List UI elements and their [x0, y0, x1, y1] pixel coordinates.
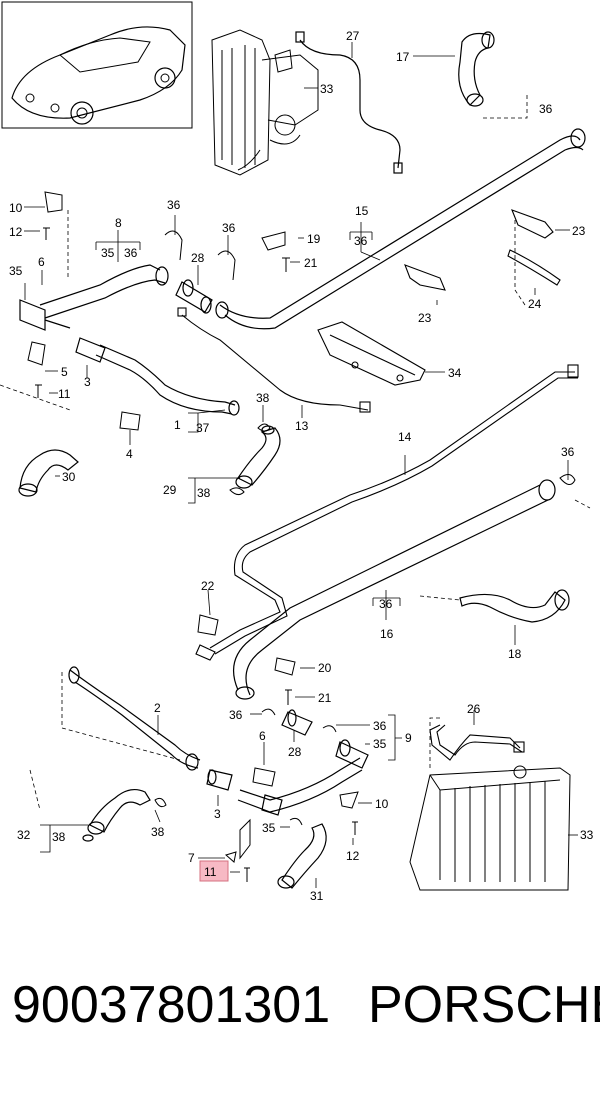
callout-1: 1	[174, 418, 181, 432]
callout-35: 35	[373, 737, 387, 751]
callout-32: 32	[17, 828, 31, 842]
callout-35: 35	[262, 821, 276, 835]
hose-18	[459, 589, 570, 623]
callout-36: 36	[373, 719, 387, 733]
callout-29: 29	[163, 483, 177, 497]
callout-11: 11	[58, 387, 71, 401]
callout-3: 3	[84, 375, 91, 389]
callout-12: 12	[9, 225, 23, 239]
callout-33-bottom: 33	[580, 828, 594, 842]
small-parts	[27, 49, 576, 882]
hose-17	[458, 31, 495, 107]
callout-38: 38	[256, 391, 270, 405]
hose-30	[18, 449, 79, 497]
car-thumbnail	[1, 1, 193, 129]
callout-6: 6	[38, 255, 45, 269]
callout-10: 10	[9, 201, 23, 215]
callout-37: 37	[196, 421, 210, 435]
sensor-wire-26	[429, 724, 525, 761]
callout-21: 21	[304, 256, 318, 270]
coolant-pipe-1	[75, 337, 240, 416]
callout-23: 23	[418, 311, 432, 325]
callout-38: 38	[197, 486, 211, 500]
callout-36: 36	[561, 445, 575, 459]
coolant-pipe-2	[68, 666, 201, 771]
callout-13: 13	[295, 419, 309, 433]
callout-34: 34	[448, 366, 462, 380]
callout-36: 36	[229, 708, 243, 722]
callout-30: 30	[62, 470, 76, 484]
callout-36: 36	[222, 221, 236, 235]
callout-15: 15	[355, 204, 369, 218]
coolant-pipe-14	[195, 364, 579, 661]
hose-31	[277, 823, 327, 889]
callout-labels: 27 17 33 36 10 12 8 35 36 36 36 19 21 15…	[9, 29, 594, 903]
callout-19: 19	[307, 232, 321, 246]
callout-8: 8	[115, 216, 122, 230]
callout-7: 7	[188, 851, 195, 865]
callout-38: 38	[151, 825, 165, 839]
callout-17: 17	[396, 50, 410, 64]
callout-26: 26	[467, 702, 481, 716]
callout-33-top: 33	[320, 82, 334, 96]
callout-6: 6	[259, 729, 266, 743]
radiator-bottom-33	[409, 765, 571, 891]
callout-36: 36	[379, 597, 393, 611]
callout-24: 24	[528, 297, 542, 311]
callout-14: 14	[398, 430, 412, 444]
callout-28: 28	[191, 251, 205, 265]
connector-28-top	[175, 279, 213, 314]
callout-10: 10	[375, 797, 389, 811]
part-number: 90037801301	[12, 976, 331, 1034]
leader-lines	[24, 42, 578, 888]
callout-36: 36	[124, 246, 138, 260]
sensor-wire-27	[295, 31, 403, 174]
radiator-assembly-top	[211, 29, 319, 176]
callout-16: 16	[380, 627, 394, 641]
callout-36: 36	[539, 102, 553, 116]
coolant-pipe-8	[19, 264, 169, 331]
callout-21: 21	[318, 691, 332, 705]
coolant-pipe-lower	[237, 757, 363, 816]
hose-32	[82, 788, 151, 842]
hose-29	[235, 425, 281, 489]
callout-35: 35	[101, 246, 115, 260]
coolant-pipe-15	[215, 128, 586, 330]
callout-3: 3	[214, 807, 221, 821]
connectors-lower	[206, 709, 369, 791]
callout-11-highlight	[199, 860, 229, 882]
bracket-34	[317, 321, 426, 386]
brand-name: PORSCHE	[368, 976, 600, 1034]
callout-31: 31	[310, 889, 324, 903]
callout-28: 28	[288, 745, 302, 759]
reference-lines	[0, 95, 591, 811]
callout-9: 9	[405, 731, 412, 745]
callout-4: 4	[126, 447, 133, 461]
callout-36: 36	[354, 234, 368, 248]
callout-36: 36	[167, 198, 181, 212]
callout-27: 27	[346, 29, 360, 43]
callout-2: 2	[154, 701, 161, 715]
callout-18: 18	[508, 647, 522, 661]
clips-23-24	[404, 209, 561, 291]
callout-35: 35	[9, 264, 23, 278]
callout-5: 5	[61, 365, 68, 379]
callout-23: 23	[572, 224, 586, 238]
coolant-pipe-16	[232, 479, 556, 700]
callout-20: 20	[318, 661, 332, 675]
callout-22: 22	[201, 579, 215, 593]
callout-12: 12	[346, 849, 360, 863]
callout-11: 11	[204, 865, 217, 879]
callout-38: 38	[52, 830, 66, 844]
sensor-wire-13	[177, 307, 371, 413]
footer: 90037801301 PORSCHE	[0, 975, 600, 1065]
